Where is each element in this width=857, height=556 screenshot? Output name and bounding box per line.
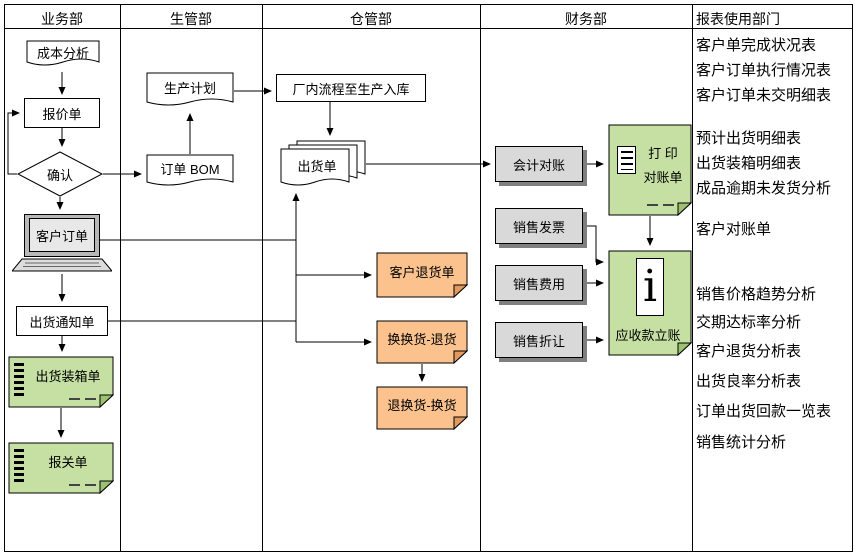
signature-dashes — [69, 484, 96, 486]
document-shape — [146, 72, 234, 106]
chart-border — [4, 4, 853, 552]
node-sales-invoice: 销售发票 — [495, 208, 583, 244]
lane-divider — [480, 4, 481, 552]
computer-icon — [12, 214, 112, 272]
node-order-bom: 订单 BOM — [146, 154, 234, 190]
report-item: 成品逾期未发货分析 — [696, 180, 832, 197]
report-item: 交期达标率分析 — [696, 314, 802, 331]
node-confirm: 确认 — [16, 150, 104, 198]
report-item: 客户单完成状况表 — [696, 37, 817, 54]
lane-header-reports: 报表使用部门 — [696, 11, 780, 27]
document-list-icon — [617, 146, 636, 174]
lane-divider — [120, 4, 121, 552]
note-shape — [376, 320, 468, 364]
node-shipping-order: 出货单 — [280, 140, 368, 190]
report-item: 订单出货回款一览表 — [696, 403, 832, 420]
note-shape — [376, 252, 468, 298]
info-icon: i — [636, 258, 664, 316]
signature-dashes — [647, 204, 674, 206]
lane-header-warehouse: 仓管部 — [350, 11, 392, 27]
report-item: 出货良率分析表 — [696, 373, 802, 390]
node-sales-expense: 销售费用 — [495, 265, 583, 301]
signature-dashes — [69, 398, 96, 400]
node-customs-declaration: 报关单 — [8, 442, 114, 494]
header-divider — [4, 28, 853, 29]
report-item: 客户订单执行情况表 — [696, 62, 832, 79]
report-item: 出货装箱明细表 — [696, 155, 802, 172]
lane-divider — [262, 4, 263, 552]
node-production-plan: 生产计划 — [146, 72, 234, 110]
report-item: 客户退货分析表 — [696, 343, 802, 360]
node-sales-allowance: 销售折让 — [495, 322, 583, 358]
node-receivables: i 应收款立账 — [608, 250, 692, 356]
note-shape — [8, 356, 114, 408]
node-customer-order: 客户订单 — [12, 214, 112, 278]
node-factory-flow: 厂内流程至生产入库 — [276, 74, 426, 102]
note-shape — [376, 386, 468, 430]
multi-document-shape — [280, 140, 366, 186]
document-shape — [26, 40, 100, 66]
report-item: 销售价格趋势分析 — [696, 286, 817, 303]
report-item: 客户对账单 — [696, 221, 772, 238]
document-shape — [146, 154, 234, 186]
node-packing-list: 出货装箱单 — [8, 356, 114, 408]
lane-divider — [692, 4, 693, 552]
node-quotation: 报价单 — [24, 98, 100, 128]
node-cost-analysis: 成本分析 — [26, 40, 100, 70]
report-item: 预计出货明细表 — [696, 130, 802, 147]
lane-header-business: 业务部 — [41, 11, 83, 27]
barcode-icon — [14, 363, 24, 399]
report-item: 客户订单未交明细表 — [696, 87, 832, 104]
lane-header-production: 生管部 — [170, 11, 212, 27]
node-shipping-notice: 出货通知单 — [16, 306, 108, 336]
node-accounting-reconciliation: 会计对账 — [495, 146, 583, 182]
barcode-icon — [14, 449, 24, 485]
node-return-exchange: 退换货-换货 — [376, 386, 468, 430]
node-customer-return: 客户退货单 — [376, 252, 468, 298]
node-print-statement: 打 印 对账单 — [608, 124, 692, 216]
node-exchange-return: 换换货-退货 — [376, 320, 468, 364]
report-item: 销售统计分析 — [696, 434, 787, 451]
lane-header-finance: 财务部 — [565, 11, 607, 27]
decision-diamond — [16, 151, 104, 197]
note-shape — [8, 442, 114, 494]
report-list: 客户单完成状况表 客户订单执行情况表 客户订单未交明细表 预计出货明细表 出货装… — [696, 0, 854, 556]
